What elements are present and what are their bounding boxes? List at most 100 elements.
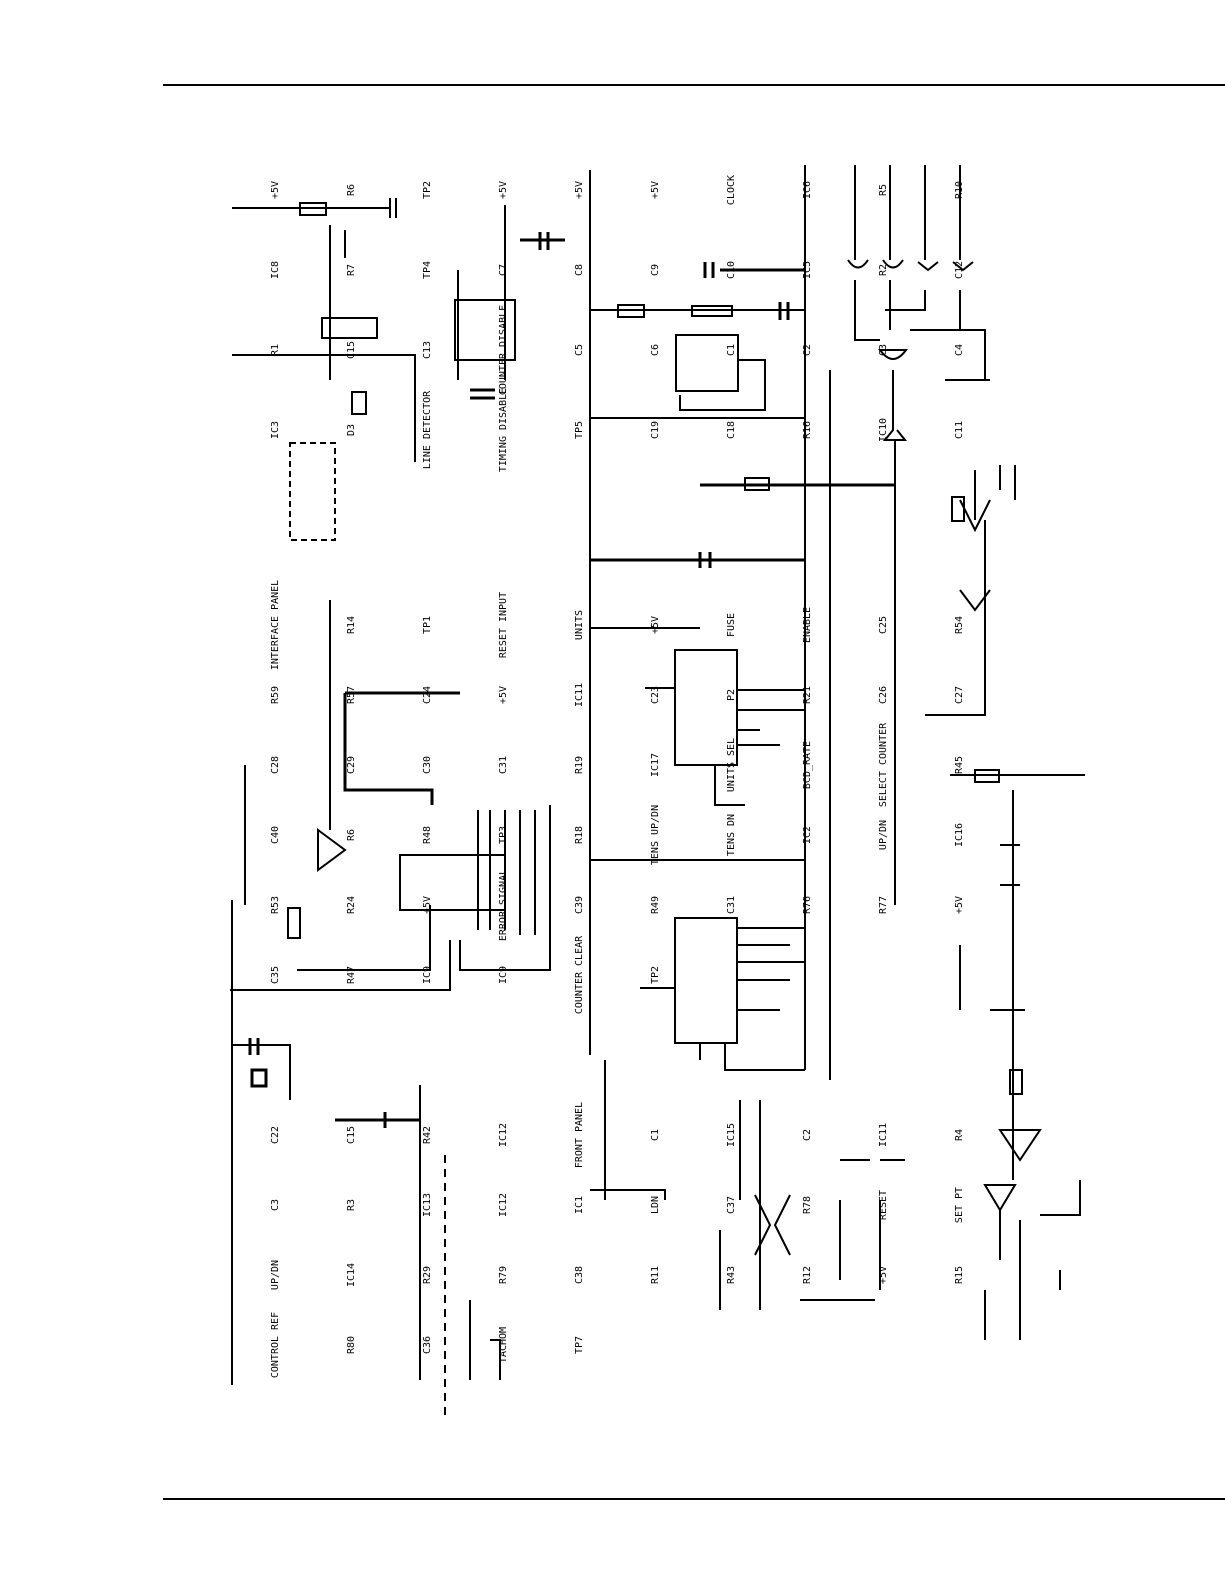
schematic-label: TP1 bbox=[422, 616, 433, 634]
schematic-label: IC16 bbox=[954, 823, 965, 847]
schematic-label: C3 bbox=[270, 1199, 281, 1211]
schematic-label: R21 bbox=[802, 686, 813, 704]
schematic-label: IC15 bbox=[726, 1123, 737, 1147]
schematic-label: R80 bbox=[346, 1336, 357, 1354]
schematic-label: INTERFACE PANEL bbox=[270, 580, 281, 670]
schematic-label: R2 bbox=[878, 264, 889, 276]
schematic-label: TP7 bbox=[574, 1336, 585, 1354]
schematic-label: ENABLE bbox=[802, 607, 813, 643]
schematic-label: C1 bbox=[650, 1129, 661, 1141]
schematic-label: IC6 bbox=[802, 181, 813, 199]
schematic-label: R1 bbox=[270, 344, 281, 356]
schematic-label: IC1 bbox=[574, 1196, 585, 1214]
schematic-label: C39 bbox=[574, 896, 585, 914]
schematic-label: R45 bbox=[954, 756, 965, 774]
schematic-label: TENS DN bbox=[726, 814, 737, 856]
schematic-label: CONTROL REF bbox=[270, 1312, 281, 1378]
schematic-label: TP2 bbox=[422, 181, 433, 199]
schematic-label: IC10 bbox=[878, 418, 889, 442]
schematic-label: R49 bbox=[650, 896, 661, 914]
schematic-label: R3 bbox=[346, 1199, 357, 1211]
schematic-label: C18 bbox=[726, 421, 737, 439]
schematic-label: R15 bbox=[954, 1266, 965, 1284]
schematic-label: C37 bbox=[726, 1196, 737, 1214]
schematic-label: RESET INPUT bbox=[498, 592, 509, 658]
bottom-rule bbox=[163, 1498, 1225, 1500]
schematic-label: C31 bbox=[498, 756, 509, 774]
schematic-label: C1 bbox=[726, 344, 737, 356]
schematic-label: C30 bbox=[422, 756, 433, 774]
schematic-label: ERROR SIGNAL bbox=[498, 869, 509, 941]
schematic-label: +5V bbox=[574, 181, 585, 199]
schematic-label: R6 bbox=[346, 829, 357, 841]
schematic-label: TP5 bbox=[574, 421, 585, 439]
schematic-label: LINE DETECTOR bbox=[422, 390, 433, 469]
schematic-label: C24 bbox=[422, 686, 433, 704]
schematic-label: C35 bbox=[270, 966, 281, 984]
schematic-label: C23 bbox=[650, 686, 661, 704]
schematic-label: TACHOM bbox=[498, 1327, 509, 1363]
schematic-label: R6 bbox=[346, 184, 357, 196]
schematic-label: R48 bbox=[422, 826, 433, 844]
schematic-label: R59 bbox=[270, 686, 281, 704]
schematic-label: C9 bbox=[650, 264, 661, 276]
schematic-label: R11 bbox=[650, 1266, 661, 1284]
schematic-label: SELECT COUNTER bbox=[878, 722, 889, 807]
schematic-label: R5 bbox=[878, 184, 889, 196]
schematic-label: R53 bbox=[270, 896, 281, 914]
wiring bbox=[230, 165, 1085, 1420]
schematic-label: IC12 bbox=[498, 1123, 509, 1147]
schematic-label: IC2 bbox=[802, 826, 813, 844]
schematic-label: RESET bbox=[878, 1190, 889, 1220]
schematic-label: +5V bbox=[650, 181, 661, 199]
schematic-label: IC11 bbox=[878, 1123, 889, 1147]
schematic-label: R24 bbox=[346, 896, 357, 914]
schematic-label: BCD_RATE bbox=[802, 741, 813, 789]
schematic-label: C13 bbox=[422, 341, 433, 359]
schematic-label: UP/DN bbox=[878, 820, 889, 850]
schematic-label: C15 bbox=[346, 1126, 357, 1144]
schematic-label: R43 bbox=[726, 1266, 737, 1284]
schematic-label: C3 bbox=[878, 344, 889, 356]
schematic-label: +5V bbox=[498, 686, 509, 704]
schematic-label: R16 bbox=[802, 421, 813, 439]
schematic-label: C29 bbox=[346, 756, 357, 774]
schematic-label: TENS UP/DN bbox=[650, 805, 661, 865]
schematic-label: UNITS SEL bbox=[726, 738, 737, 792]
schematic-label: R7 bbox=[346, 264, 357, 276]
schematic-label: IC9 bbox=[498, 966, 509, 984]
schematic-label: C25 bbox=[878, 616, 889, 634]
schematic-label: R14 bbox=[346, 616, 357, 634]
schematic-label: C27 bbox=[954, 686, 965, 704]
schematic-label: +5V bbox=[270, 181, 281, 199]
schematic-label: +5V bbox=[650, 616, 661, 634]
schematic-label: C15 bbox=[346, 341, 357, 359]
schematic-label: IC14 bbox=[346, 1263, 357, 1287]
schematic-label: C40 bbox=[270, 826, 281, 844]
schematic-label: C28 bbox=[270, 756, 281, 774]
schematic-label: C22 bbox=[270, 1126, 281, 1144]
schematic-label: CLOCK bbox=[726, 175, 737, 205]
schematic-label: IC3 bbox=[270, 421, 281, 439]
schematic-label: C4 bbox=[954, 344, 965, 356]
schematic-label: R77 bbox=[878, 896, 889, 914]
schematic-label: COUNTER DISABLE bbox=[498, 305, 509, 395]
schematic-label: +5V bbox=[878, 1266, 889, 1284]
schematic-label: C2 bbox=[802, 344, 813, 356]
schematic-label: +5V bbox=[422, 896, 433, 914]
schematic-label: TP4 bbox=[422, 261, 433, 279]
schematic-label: IC11 bbox=[574, 683, 585, 707]
schematic-label: C6 bbox=[650, 344, 661, 356]
schematic-label: R78 bbox=[802, 1196, 813, 1214]
schematic-label: IC12 bbox=[498, 1193, 509, 1217]
schematic-label: C11 bbox=[954, 421, 965, 439]
schematic-label: FUSE bbox=[726, 613, 737, 637]
schematic-label: IC5 bbox=[802, 261, 813, 279]
schematic-label: C2 bbox=[802, 1129, 813, 1141]
schematic-label: IC17 bbox=[650, 753, 661, 777]
schematic-label: IC8 bbox=[270, 261, 281, 279]
schematic-label: R79 bbox=[498, 1266, 509, 1284]
